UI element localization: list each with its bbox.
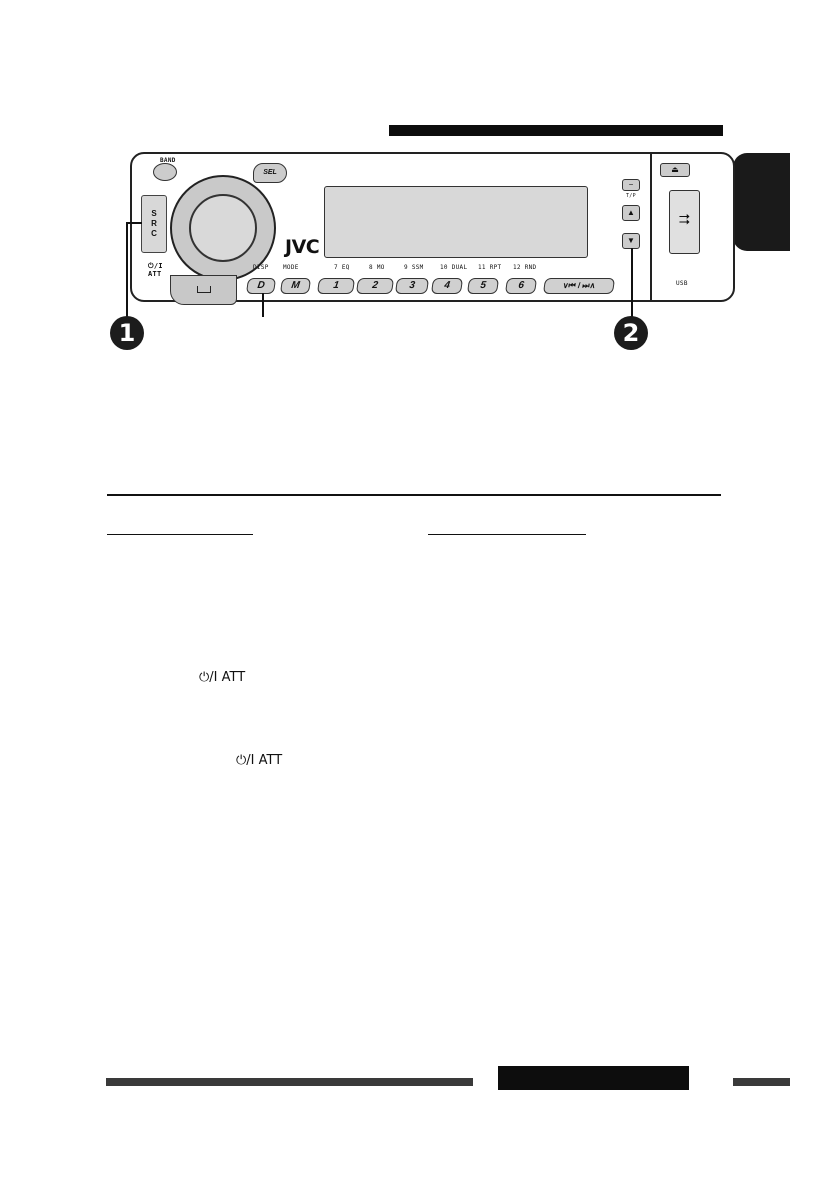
lcd-display (324, 186, 588, 258)
volume-knob-center (189, 194, 257, 262)
footer-bar-right (733, 1078, 790, 1086)
heading-underline-left (107, 534, 253, 535)
label-dual: 10 DUAL (440, 264, 468, 271)
callout-1-leader-horizontal (126, 222, 142, 224)
src-letter-s: S (151, 209, 157, 218)
callout-2-leader (631, 248, 633, 319)
disp-button[interactable]: D (245, 278, 277, 294)
section-rule (107, 494, 721, 496)
callout-1-leader-vertical (126, 222, 128, 319)
label-mode: MODE (283, 264, 299, 271)
power-label: ⏻/I (148, 262, 163, 270)
mode-button[interactable]: M (279, 278, 312, 294)
detach-icon (197, 286, 211, 293)
eject-icon: ⏏ (671, 165, 679, 174)
detach-button[interactable] (170, 275, 237, 305)
label-ssm: 9 SSM (404, 264, 424, 271)
power-att-text-1: ⏻/I ATT (199, 670, 246, 685)
tp-label: T/P (626, 193, 636, 199)
faceplate-divider (650, 152, 652, 300)
language-tab (733, 153, 790, 251)
usb-port[interactable]: ⮆ (669, 190, 700, 254)
preset-button-6[interactable]: 6 (504, 278, 538, 294)
eject-button[interactable]: ⏏ (660, 163, 690, 177)
band-button[interactable] (153, 163, 177, 181)
preset-button-2[interactable]: 2 (355, 278, 395, 294)
down-arrow-icon: ▼ (627, 236, 635, 245)
src-letter-c: C (151, 229, 157, 238)
header-bar (389, 125, 723, 136)
up-button[interactable]: ▲ (622, 205, 640, 221)
tp-button[interactable]: − (622, 179, 640, 191)
label-mo: 8 MO (369, 264, 385, 271)
att-label: ATT (148, 270, 162, 278)
preset-button-4[interactable]: 4 (430, 278, 464, 294)
skip-button[interactable]: ∨⏮ / ⏭∧ (542, 278, 616, 294)
brand-logo: JVC (285, 236, 320, 258)
label-rpt: 11 RPT (478, 264, 502, 271)
src-button[interactable]: S R C (141, 195, 167, 253)
label-rnd: 12 RND (513, 264, 537, 271)
up-arrow-icon: ▲ (627, 208, 635, 217)
minus-icon: − (628, 180, 634, 189)
label-disp: DISP (253, 264, 269, 271)
label-eq: 7 EQ (334, 264, 350, 271)
src-letter-r: R (151, 219, 157, 228)
usb-icon: ⮆ (678, 211, 691, 227)
down-button[interactable]: ▼ (622, 233, 640, 249)
callout-number-2: 2 (614, 316, 648, 350)
sel-button[interactable]: SEL (253, 163, 287, 183)
power-att-text-2: ⏻/I ATT (236, 753, 283, 768)
preset-button-3[interactable]: 3 (394, 278, 430, 294)
footer-bar-left (106, 1078, 473, 1086)
preset-button-5[interactable]: 5 (466, 278, 500, 294)
preset-button-1[interactable]: 1 (316, 278, 356, 294)
heading-underline-right (428, 534, 586, 535)
callout-number-1: 1 (110, 316, 144, 350)
usb-label: USB (676, 280, 688, 287)
band-label: BAND (160, 157, 176, 164)
callout-d-leader (262, 293, 264, 317)
footer-bar-center (498, 1066, 689, 1090)
